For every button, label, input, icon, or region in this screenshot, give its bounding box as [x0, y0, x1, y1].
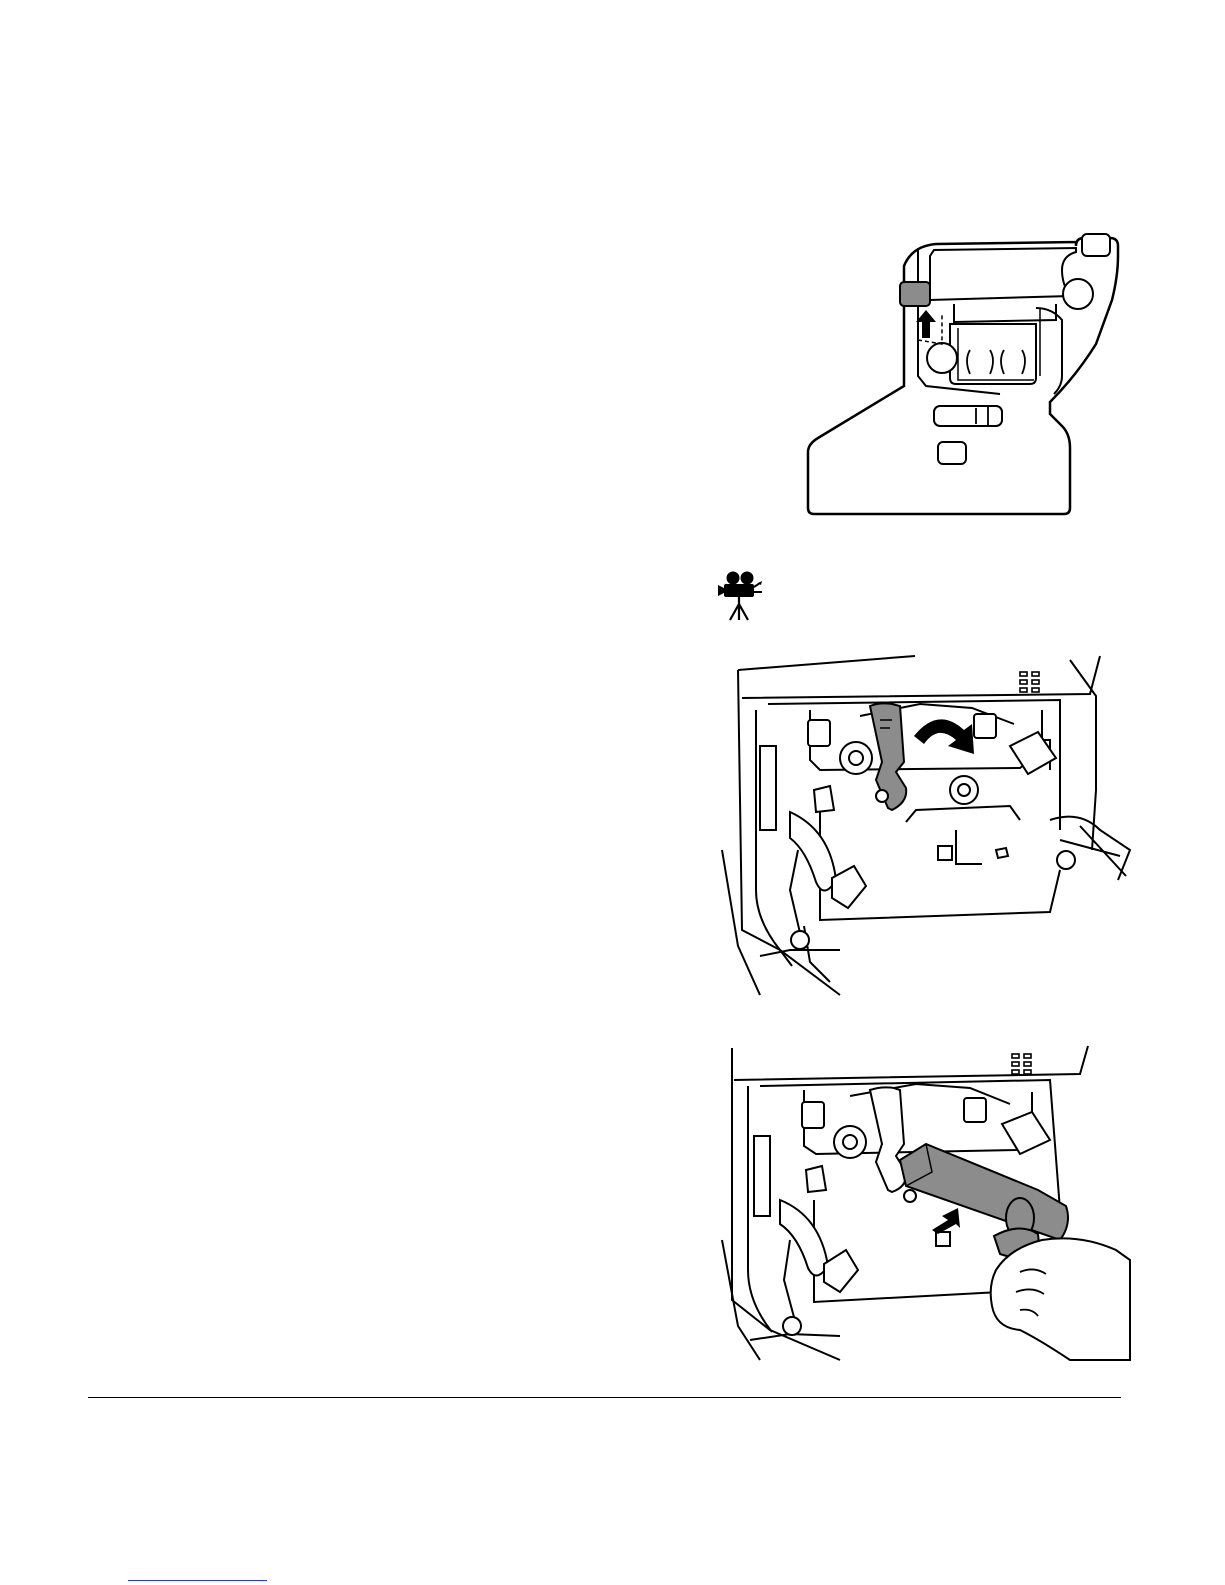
video-camera-icon[interactable] [716, 570, 764, 620]
link-underline[interactable] [128, 1580, 267, 1581]
drum-removal-illustration [720, 1040, 1130, 1360]
footer-rule [88, 1397, 1121, 1398]
lever-illustration [720, 650, 1130, 995]
panel-diagram [800, 226, 1122, 520]
